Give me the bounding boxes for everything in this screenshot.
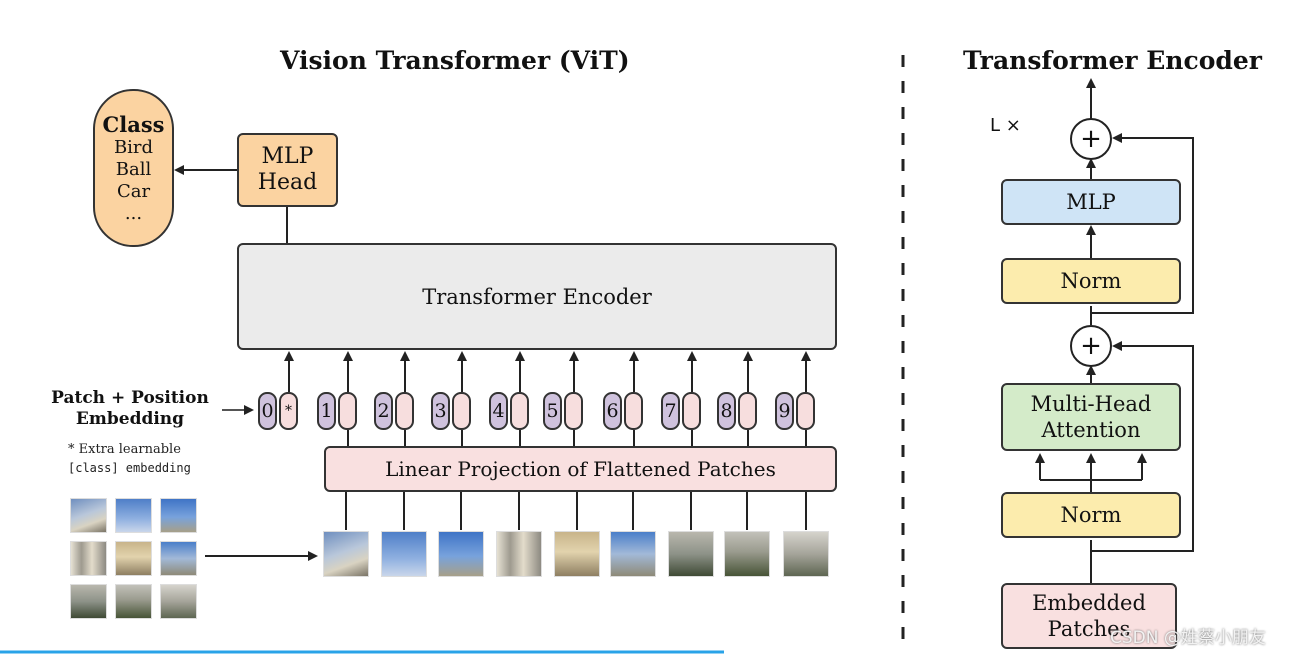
image-tile bbox=[160, 498, 197, 533]
image-tile bbox=[70, 498, 107, 533]
patch-token bbox=[395, 392, 414, 430]
embedding-label-line2: Embedding bbox=[75, 409, 185, 429]
transformer-encoder-box: Transformer Encoder bbox=[237, 243, 837, 350]
image-tile bbox=[160, 541, 197, 576]
footnote-line2: [class] embedding bbox=[68, 461, 191, 475]
image-tile bbox=[115, 584, 152, 619]
patch-token bbox=[796, 392, 815, 430]
patch-token bbox=[452, 392, 471, 430]
patch-token bbox=[624, 392, 643, 430]
image-patch bbox=[724, 531, 770, 577]
class-box: Class Bird Ball Car ... bbox=[93, 89, 174, 247]
attention-box: Multi-Head Attention bbox=[1001, 383, 1181, 451]
mlp-head-line1: MLP bbox=[261, 144, 314, 169]
position-token: 5 bbox=[543, 392, 562, 430]
image-tile bbox=[115, 498, 152, 533]
encoder-label: Transformer Encoder bbox=[422, 284, 652, 309]
class-item: ... bbox=[124, 203, 143, 224]
position-token: 3 bbox=[431, 392, 450, 430]
position-token: 7 bbox=[661, 392, 680, 430]
position-token: 4 bbox=[489, 392, 508, 430]
footnote: * Extra learnable [class] embedding bbox=[68, 441, 191, 477]
mlp-head-box: MLP Head bbox=[237, 133, 338, 207]
embedding-label: Patch + Position Embedding bbox=[40, 388, 220, 430]
mlp-label: MLP bbox=[1066, 190, 1116, 214]
projection-label: Linear Projection of Flattened Patches bbox=[385, 457, 776, 481]
residual-add-top: + bbox=[1070, 118, 1112, 160]
position-token: 2 bbox=[374, 392, 393, 430]
mlp-head-line2: Head bbox=[257, 170, 318, 195]
token-arrows bbox=[284, 351, 811, 392]
norm-label: Norm bbox=[1060, 503, 1122, 527]
patch-to-projection-lines bbox=[345, 492, 807, 530]
class-item: Bird bbox=[113, 137, 154, 158]
class-title: Class bbox=[102, 112, 165, 137]
position-token: 0 bbox=[258, 392, 277, 430]
image-tile bbox=[70, 584, 107, 619]
mlp-box: MLP bbox=[1001, 179, 1181, 225]
linear-projection-box: Linear Projection of Flattened Patches bbox=[324, 446, 837, 492]
class-item: Ball bbox=[115, 159, 152, 180]
image-tile bbox=[115, 541, 152, 576]
image-patch bbox=[554, 531, 600, 577]
patch-token bbox=[510, 392, 529, 430]
patch-token bbox=[564, 392, 583, 430]
norm-box-bottom: Norm bbox=[1001, 492, 1181, 538]
image-patch bbox=[381, 531, 427, 577]
image-patch bbox=[783, 531, 829, 577]
embedded-line2: Patches bbox=[1047, 617, 1131, 641]
embedding-label-line1: Patch + Position bbox=[51, 388, 209, 408]
image-patch bbox=[496, 531, 542, 577]
position-token: 9 bbox=[775, 392, 794, 430]
patch-token bbox=[738, 392, 757, 430]
image-tile bbox=[160, 584, 197, 619]
repeat-label: L × bbox=[990, 115, 1021, 136]
embedded-line1: Embedded bbox=[1032, 591, 1146, 615]
image-tile bbox=[70, 541, 107, 576]
footnote-line1: * Extra learnable bbox=[68, 442, 181, 457]
attention-line2: Attention bbox=[1041, 418, 1141, 442]
attention-line1: Multi-Head bbox=[1030, 392, 1152, 416]
vit-title: Vision Transformer (ViT) bbox=[280, 46, 630, 75]
norm-box-top: Norm bbox=[1001, 258, 1181, 304]
image-patch bbox=[323, 531, 369, 577]
patch-token bbox=[682, 392, 701, 430]
position-token: 1 bbox=[317, 392, 336, 430]
class-token: * bbox=[279, 392, 298, 430]
encoder-title: Transformer Encoder bbox=[963, 46, 1262, 75]
image-patch bbox=[610, 531, 656, 577]
residual-add-mid: + bbox=[1070, 325, 1112, 367]
projection-to-token-lines bbox=[347, 430, 807, 446]
patch-token bbox=[338, 392, 357, 430]
position-token: 8 bbox=[717, 392, 736, 430]
position-token: 6 bbox=[603, 392, 622, 430]
embedded-patches-box: Embedded Patches bbox=[1001, 583, 1177, 649]
image-patch bbox=[668, 531, 714, 577]
class-item: Car bbox=[116, 181, 151, 202]
watermark: CSDN @姓蔡小朋友 bbox=[1110, 628, 1266, 648]
image-patch bbox=[438, 531, 484, 577]
norm-label: Norm bbox=[1060, 269, 1122, 293]
